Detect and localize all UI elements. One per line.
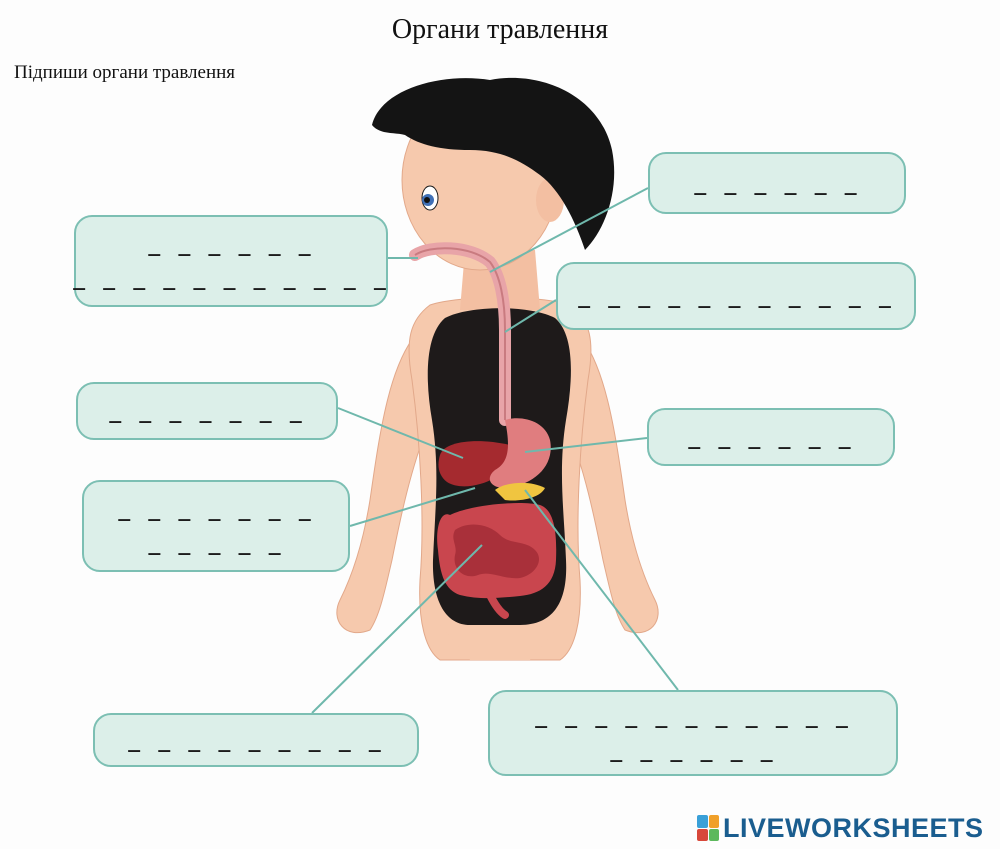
answer-placeholder: _ _ _ _ _ _ _ _ _ _ _	[578, 284, 894, 308]
small-intestine	[453, 524, 540, 579]
logo-text: LIVEWORKSHEETS	[723, 812, 984, 843]
hair	[372, 77, 615, 250]
answer-box-2[interactable]: _ _ _ _ _ _ _ _ _ _ _ _ _ _ _ _ _	[73, 215, 389, 307]
liveworksheets-logo[interactable]: LIVEWORKSHEETS	[697, 813, 984, 843]
worksheet-instruction: Підпиши органи травлення	[14, 62, 236, 83]
answer-box-5[interactable]: _ _ _ _ _ _	[647, 408, 895, 466]
answer-placeholder: _ _ _ _ _ _	[694, 171, 860, 195]
answer-placeholder: _ _ _ _ _ _	[610, 738, 776, 762]
answer-box-7[interactable]: _ _ _ _ _ _ _ _ _	[93, 713, 419, 767]
left-arm	[336, 328, 431, 634]
answer-placeholder: _ _ _ _ _	[148, 531, 284, 555]
legs	[440, 625, 560, 660]
pancreas	[495, 482, 545, 501]
stomach	[489, 418, 551, 488]
answer-box-4[interactable]: _ _ _ _ _ _ _	[76, 382, 338, 440]
answer-box-8[interactable]: _ _ _ _ _ _ _ _ _ _ _ _ _ _ _ _ _	[488, 690, 898, 776]
answer-placeholder: _ _ _ _ _ _ _ _ _	[128, 728, 384, 752]
answer-box-3[interactable]: _ _ _ _ _ _ _ _ _ _ _	[556, 262, 916, 330]
answer-placeholder: _ _ _ _ _ _ _	[118, 497, 314, 521]
worksheet-title: Органи травлення	[391, 14, 609, 45]
answer-placeholder: _ _ _ _ _ _ _ _ _ _ _	[535, 704, 851, 728]
right-arm	[564, 328, 659, 634]
answer-placeholder: _ _ _ _ _ _ _ _ _ _ _	[73, 266, 389, 290]
liveworksheets-logo-icon	[697, 815, 719, 841]
answer-box-1[interactable]: _ _ _ _ _ _	[648, 152, 906, 214]
leader-lines	[311, 187, 679, 714]
answer-placeholder: _ _ _ _ _ _	[688, 425, 854, 449]
answer-placeholder: _ _ _ _ _ _	[148, 232, 314, 256]
answer-placeholder: _ _ _ _ _ _ _	[109, 399, 305, 423]
answer-box-6[interactable]: _ _ _ _ _ _ _ _ _ _ _ _	[82, 480, 350, 572]
